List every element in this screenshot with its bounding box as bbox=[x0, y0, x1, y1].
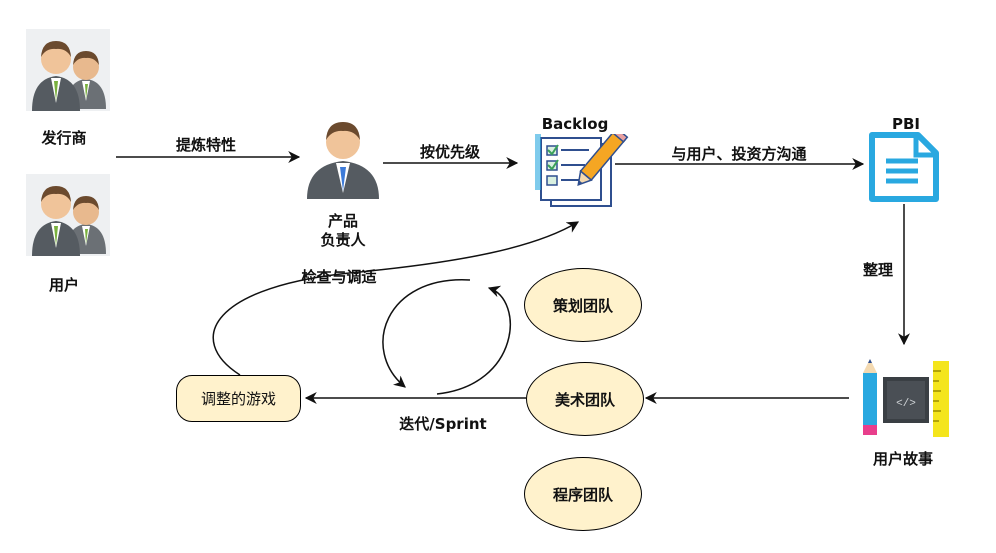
edge-label-organize: 整理 bbox=[863, 261, 894, 279]
team-planning-bubble: 策划团队 bbox=[524, 268, 642, 342]
adjusted-game-box: 调整的游戏 bbox=[176, 375, 301, 422]
publisher-people-icon bbox=[26, 29, 110, 111]
product-owner-label-line2: 负责人 bbox=[320, 231, 366, 249]
team-program-label: 程序团队 bbox=[552, 485, 613, 504]
pbi-label: PBI bbox=[891, 115, 921, 133]
svg-text:</>: </> bbox=[896, 398, 916, 410]
user-label: 用户 bbox=[48, 276, 80, 294]
product-owner-icon bbox=[307, 122, 379, 199]
user-people-icon bbox=[26, 174, 110, 256]
edge-label-prioritize: 按优先级 bbox=[419, 143, 481, 161]
backlog-checklist-icon bbox=[535, 134, 629, 207]
team-art-bubble: 美术团队 bbox=[526, 362, 644, 436]
edge-label-refine-features: 提炼特性 bbox=[175, 136, 237, 154]
edge-label-communicate: 与用户、投资方沟通 bbox=[671, 145, 807, 163]
sprint-cycle-arc-2 bbox=[382, 279, 471, 388]
product-owner-label-line1: 产品 bbox=[327, 212, 359, 230]
team-program-bubble: 程序团队 bbox=[524, 457, 642, 531]
user-story-code-icon: </> bbox=[863, 359, 949, 437]
adjusted-game-label: 调整的游戏 bbox=[200, 390, 276, 408]
publisher-label: 发行商 bbox=[41, 129, 87, 147]
team-planning-label: 策划团队 bbox=[552, 296, 613, 315]
edge-label-inspect-adapt: 检查与调适 bbox=[301, 268, 377, 286]
sprint-cycle-arc bbox=[436, 285, 511, 395]
user-story-label: 用户故事 bbox=[872, 450, 934, 468]
team-art-label: 美术团队 bbox=[554, 390, 615, 409]
edge-inspect-adapt bbox=[212, 221, 580, 376]
edge-label-iteration: 迭代/Sprint bbox=[399, 415, 487, 433]
pbi-document-icon bbox=[869, 132, 939, 202]
backlog-label: Backlog bbox=[541, 115, 609, 133]
